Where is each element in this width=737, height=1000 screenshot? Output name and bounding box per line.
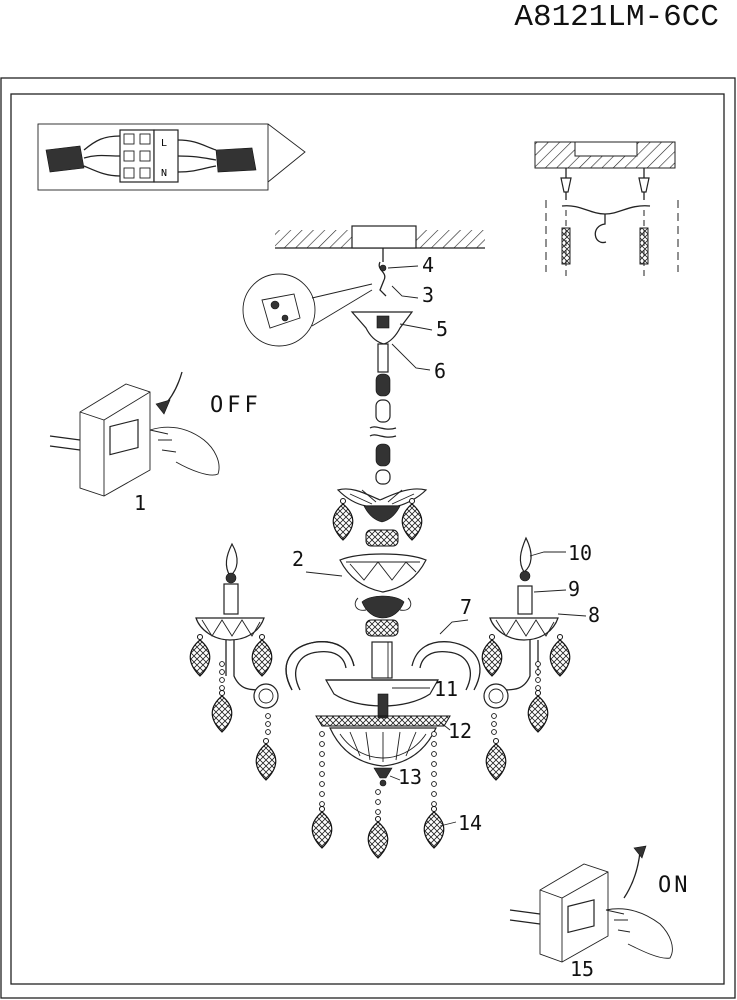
left-strand <box>211 661 277 781</box>
callout-7: 7 <box>460 595 472 619</box>
switch-off-label: OFF <box>210 393 262 418</box>
callout-4: 4 <box>422 253 434 277</box>
callout-12: 12 <box>448 719 472 743</box>
wiring-diagram: N L <box>37 123 306 191</box>
model-code: A8121LM-6CC <box>514 0 719 35</box>
callout-11: 11 <box>434 677 458 701</box>
terminal-label-n: N <box>161 168 167 179</box>
callout-13: 13 <box>398 765 422 789</box>
callout-8: 8 <box>588 603 600 627</box>
chandelier-drawing <box>189 225 571 859</box>
step-15-label: 15 <box>570 957 594 981</box>
callout-6: 6 <box>434 359 446 383</box>
callout-10: 10 <box>568 541 592 565</box>
callout-3: 3 <box>422 283 434 307</box>
ceiling-mount-detail <box>534 141 679 278</box>
callout-5: 5 <box>436 317 448 341</box>
callout-14: 14 <box>458 811 482 835</box>
switch-on-illustration <box>509 845 673 963</box>
inner-frame <box>10 93 725 985</box>
callout-9: 9 <box>568 577 580 601</box>
terminal-label-l: L <box>161 138 167 149</box>
callout-leaders <box>305 265 587 827</box>
right-strand <box>485 661 549 781</box>
step-1-label: 1 <box>134 491 146 515</box>
switch-on-label: ON <box>658 873 691 898</box>
outer-frame <box>0 77 736 999</box>
callout-2: 2 <box>292 547 304 571</box>
switch-off-illustration <box>49 371 220 497</box>
